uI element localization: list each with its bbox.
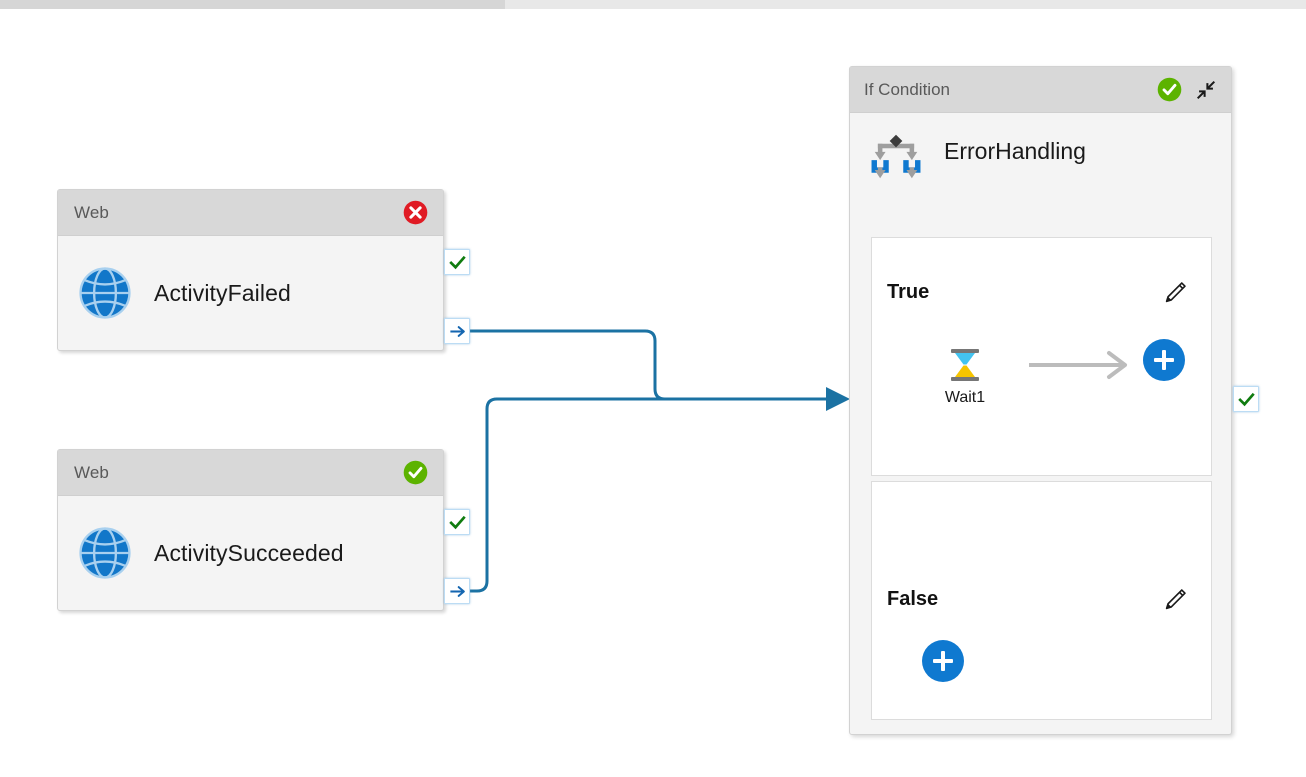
flow-arrow-icon: [1029, 351, 1127, 379]
collapse-diagonal-icon: [1196, 80, 1216, 99]
if-condition-branch-icon: [871, 134, 921, 179]
success-circle-icon: [1157, 77, 1182, 102]
branch-true-label: True: [887, 280, 930, 303]
branch-false-header: False: [872, 579, 1211, 619]
pipeline-canvas[interactable]: Web ActivityFailed: [0, 9, 1306, 777]
node-header: Web: [58, 450, 443, 496]
output-badge-success-container[interactable]: [1233, 386, 1259, 412]
web-globe-icon: [79, 267, 131, 319]
output-badge-completion-succeeded-node[interactable]: [444, 578, 470, 604]
collapse-button[interactable]: [1193, 77, 1219, 103]
plus-icon-vertical: [941, 651, 945, 671]
container-header: If Condition: [850, 67, 1231, 113]
plus-icon-vertical: [1162, 350, 1166, 370]
pencil-icon: [1165, 588, 1186, 609]
node-body: ActivitySucceeded: [58, 496, 443, 610]
activity-node-web-succeeded[interactable]: Web ActivitySucceeded: [57, 449, 444, 611]
add-activity-true-button[interactable]: [1143, 339, 1185, 381]
branch-false[interactable]: False: [871, 481, 1212, 720]
edit-condition-false-button[interactable]: [1161, 585, 1189, 613]
node-type-label: Web: [74, 462, 109, 482]
success-circle-icon: [403, 460, 428, 485]
output-badge-success-failed-node[interactable]: [444, 249, 470, 275]
node-name-label: ActivitySucceeded: [154, 539, 344, 566]
checkmark-icon: [448, 255, 466, 269]
node-body: ActivityFailed: [58, 236, 443, 350]
container-name-label: ErrorHandling: [944, 137, 1086, 164]
output-badge-success-succeeded-node[interactable]: [444, 509, 470, 535]
arrow-right-icon: [449, 585, 465, 597]
branch-true[interactable]: True Wait1: [871, 237, 1212, 476]
container-subhead: ErrorHandling: [850, 113, 1231, 189]
activity-wait1-label: Wait1: [944, 389, 986, 406]
pencil-icon: [1165, 281, 1186, 302]
node-header: Web: [58, 190, 443, 236]
arrow-right-icon: [449, 325, 465, 337]
activity-node-web-failed[interactable]: Web ActivityFailed: [57, 189, 444, 351]
checkmark-icon: [448, 515, 466, 529]
horizontal-scrollbar-thumb[interactable]: [0, 0, 505, 9]
error-circle-icon: [403, 200, 428, 225]
container-header-actions: [1156, 76, 1219, 103]
horizontal-scrollbar-track[interactable]: [0, 0, 1306, 9]
web-globe-icon: [79, 527, 131, 579]
node-type-label: Web: [74, 202, 109, 222]
if-condition-container[interactable]: If Condition: [849, 66, 1232, 735]
output-badge-completion-failed-node[interactable]: [444, 318, 470, 344]
activity-wait1[interactable]: Wait1: [922, 345, 1008, 407]
branch-true-header: True: [872, 272, 1211, 312]
container-type-label: If Condition: [864, 79, 950, 99]
hourglass-icon: [951, 349, 979, 381]
node-name-label: ActivityFailed: [154, 279, 291, 306]
branch-false-label: False: [887, 587, 939, 610]
edit-condition-true-button[interactable]: [1161, 278, 1189, 306]
add-activity-false-button[interactable]: [922, 640, 964, 682]
checkmark-icon: [1237, 392, 1255, 406]
